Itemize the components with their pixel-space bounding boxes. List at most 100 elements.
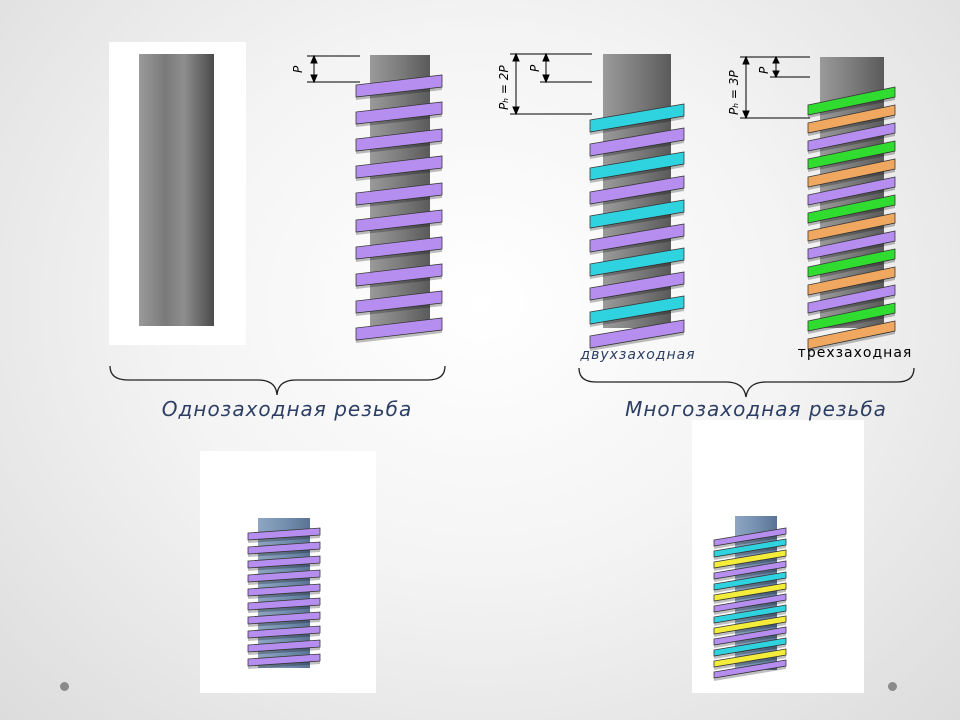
thread-band: [355, 263, 443, 287]
thread-band: [807, 194, 896, 224]
thread-shadow: [356, 276, 442, 289]
thread-shadow: [808, 295, 895, 316]
thread-band: [807, 302, 896, 332]
thread-shadow: [248, 619, 320, 627]
thread-band: [355, 155, 443, 179]
thread-shadow: [590, 212, 684, 231]
thread-band: [247, 597, 321, 611]
thread-band: [807, 104, 896, 134]
pitch-dimension-two: [510, 52, 592, 116]
thread-band: [713, 659, 787, 679]
thread-shadow: [356, 249, 442, 262]
thread-band: [355, 182, 443, 206]
thread-shadow: [590, 188, 684, 207]
thread-band: [713, 549, 787, 569]
thread-band: [355, 101, 443, 125]
thread-band: [355, 236, 443, 260]
pitch-dimension-three: [740, 55, 810, 120]
thread-shadow: [590, 236, 684, 255]
single-start-caption: Однозаходная резьба: [161, 397, 413, 421]
thread-shadow: [714, 545, 786, 560]
thread-band: [713, 593, 787, 613]
pitch-label-two: P: [528, 64, 542, 72]
thread-band: [713, 571, 787, 591]
thread-band: [713, 626, 787, 646]
thread-shadow: [356, 141, 442, 154]
thread-shadow: [356, 114, 442, 127]
thread-band: [247, 569, 321, 583]
thread-band: [713, 560, 787, 580]
thread-band: [807, 284, 896, 314]
single-start-screw: [355, 55, 443, 343]
multi-start-caption: Многозаходная резьба: [625, 397, 887, 421]
thread-band: [247, 611, 321, 625]
thread-shadow: [714, 633, 786, 648]
thread-shadow: [356, 87, 442, 100]
thread-band: [247, 541, 321, 555]
thread-band: [589, 271, 685, 301]
thread-shadow: [714, 622, 786, 637]
thread-band: [807, 230, 896, 260]
thread-shadow: [356, 330, 442, 343]
thread-band: [589, 199, 685, 229]
thread-shadow: [356, 168, 442, 181]
thread-band: [713, 527, 787, 547]
thread-shadow: [714, 534, 786, 549]
thread-band: [355, 209, 443, 233]
thread-shadow: [714, 644, 786, 659]
thread-shadow: [808, 97, 895, 118]
thread-band: [589, 103, 685, 133]
prev-slide-dot-icon[interactable]: [60, 682, 69, 691]
thread-band: [589, 295, 685, 325]
thread-shadow: [808, 133, 895, 154]
lead-label-two: Pₕ = 2P: [497, 65, 511, 110]
thread-shadow: [808, 241, 895, 262]
thread-band: [355, 317, 443, 341]
thread-band: [713, 637, 787, 657]
thread-band: [713, 582, 787, 602]
thread-band: [807, 158, 896, 188]
thread-band: [355, 290, 443, 314]
thread-band: [807, 266, 896, 296]
thread-band: [247, 555, 321, 569]
thread-shadow: [248, 661, 320, 669]
next-slide-dot-icon[interactable]: [888, 682, 897, 691]
thread-band: [807, 248, 896, 278]
thread-shadow: [356, 303, 442, 316]
thread-band: [247, 625, 321, 639]
thread-shadow: [590, 260, 684, 279]
three-start-label: трехзаходная: [797, 345, 913, 361]
thread-band: [807, 212, 896, 242]
thread-band: [713, 615, 787, 635]
thread-shadow: [356, 222, 442, 235]
pitch-label-three: P: [757, 66, 771, 74]
thread-shadow: [248, 549, 320, 557]
thread-band: [807, 320, 896, 350]
thread-band: [247, 583, 321, 597]
two-start-screw: [589, 54, 685, 351]
thread-shadow: [248, 647, 320, 655]
thread-band: [247, 653, 321, 667]
thread-shadow: [714, 666, 786, 681]
two-start-label: двухзаходная: [580, 347, 696, 363]
thread-shadow: [248, 535, 320, 543]
thread-shadow: [808, 259, 895, 280]
single-start-brace: [109, 365, 446, 396]
pitch-label-single: P: [291, 65, 305, 73]
thread-band: [589, 127, 685, 157]
thread-shadow: [714, 567, 786, 582]
blank-rod: [139, 54, 214, 326]
thread-shadow: [248, 563, 320, 571]
thread-shadow: [808, 169, 895, 190]
thread-shadow: [808, 313, 895, 334]
thread-band: [713, 648, 787, 668]
thread-shadow: [714, 589, 786, 604]
thread-shadow: [714, 655, 786, 670]
thread-band: [589, 151, 685, 181]
thread-shadow: [808, 277, 895, 298]
thread-shadow: [248, 591, 320, 599]
thread-shadow: [714, 611, 786, 626]
thread-band: [807, 176, 896, 206]
pitch-dimension-single: [307, 54, 360, 84]
thread-shadow: [808, 331, 895, 352]
